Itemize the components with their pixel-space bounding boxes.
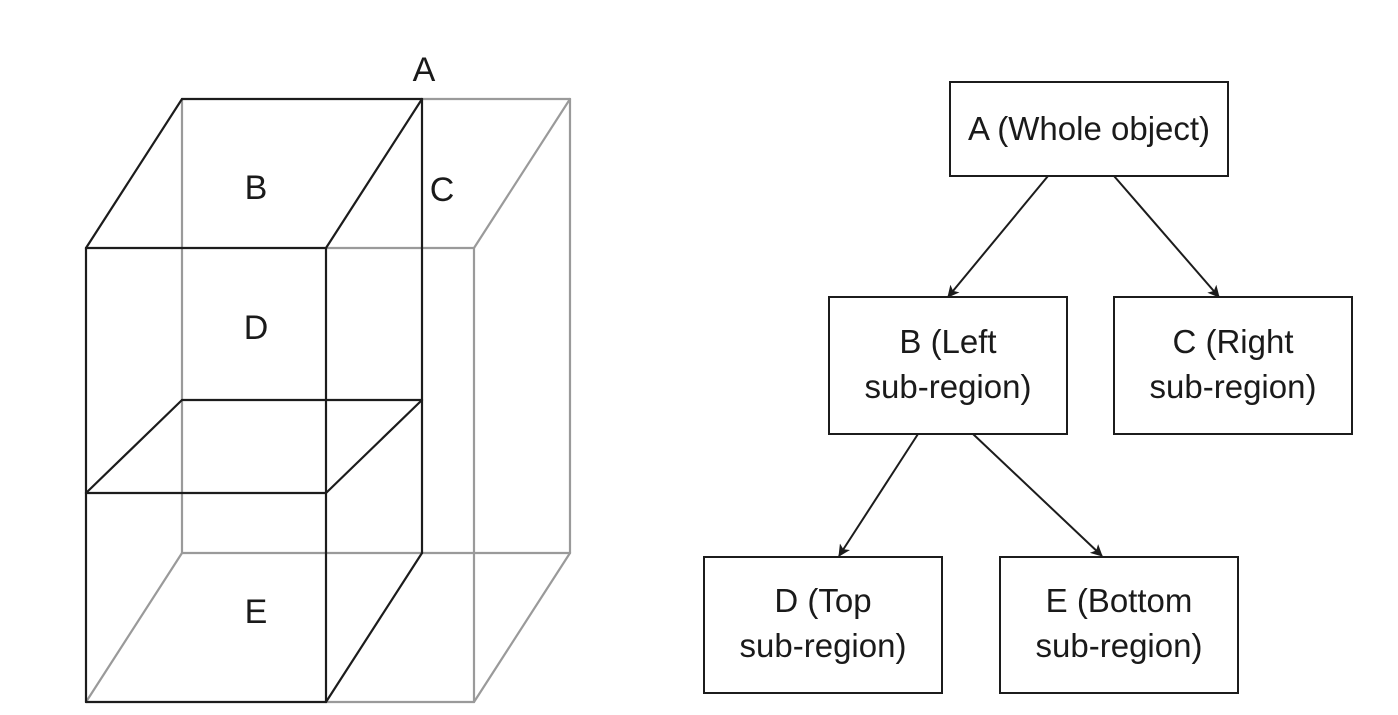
tree-node-e-label-line1: E (Bottom: [1046, 582, 1193, 619]
tree-node-a: A (Whole object): [949, 81, 1229, 177]
tree-node-c-label-line2: sub-region): [1150, 368, 1317, 405]
tree-node-e-label-line2: sub-region): [1036, 627, 1203, 664]
tree-node-d: D (Top sub-region): [703, 556, 943, 694]
tree-node-d-label-line1: D (Top: [774, 582, 871, 619]
tree-edges: [838, 175, 1220, 557]
outer-box-edges: [84, 97, 572, 704]
edge-a-to-c: [1113, 175, 1220, 298]
hierarchy-tree: A (Whole object) B (Left sub-region) C (…: [703, 81, 1353, 694]
tree-node-b-label-line2: sub-region): [865, 368, 1032, 405]
edge-b-to-e: [972, 433, 1103, 557]
cube-label-c: C: [430, 171, 455, 209]
tree-node-b-label-line1: B (Left: [899, 323, 996, 360]
tree-node-a-label: A (Whole object): [968, 110, 1210, 147]
cube-label-a: A: [413, 51, 436, 89]
cube-figure: A B C D E: [84, 51, 572, 704]
edge-a-to-b: [947, 175, 1049, 298]
tree-node-b: B (Left sub-region): [828, 296, 1068, 435]
cube-label-b: B: [245, 169, 268, 207]
cube-label-d: D: [244, 309, 269, 347]
tree-node-d-label-line2: sub-region): [740, 627, 907, 664]
cube-label-e: E: [245, 593, 268, 631]
left-block-edges: [84, 97, 424, 704]
tree-node-c-label-line1: C (Right: [1172, 323, 1293, 360]
tree-node-e: E (Bottom sub-region): [999, 556, 1239, 694]
edge-b-to-d: [838, 433, 919, 557]
tree-node-c: C (Right sub-region): [1113, 296, 1353, 435]
